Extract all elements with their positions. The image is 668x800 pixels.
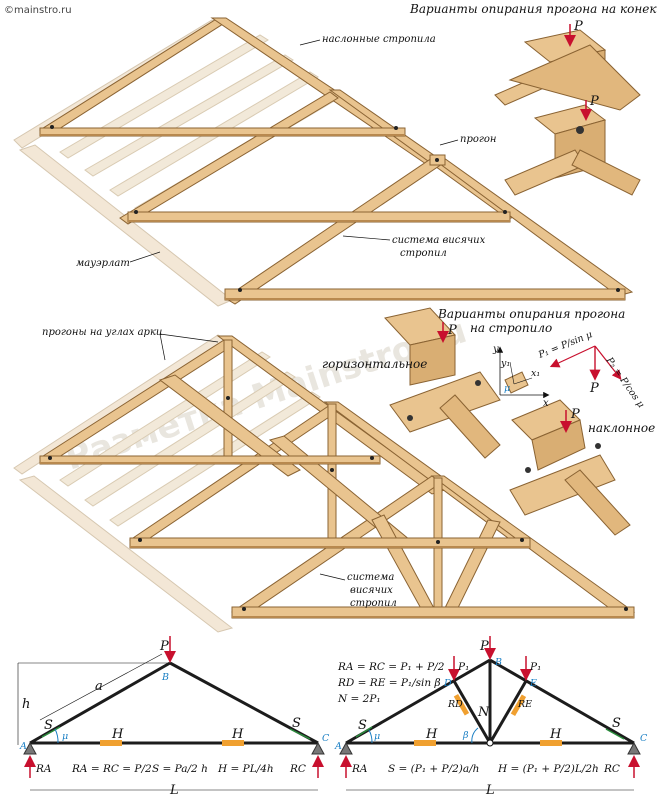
left-H1: H (111, 727, 124, 742)
left-B: B (161, 672, 169, 683)
right-S1: S (358, 718, 367, 733)
label-hanging-2: стропил (400, 248, 447, 259)
label-arch-purlins: прогоны на углах арки (42, 327, 162, 338)
left-formula-3: H = PL/4h (217, 763, 274, 775)
label-mid-hanging-3: стропил (350, 598, 397, 609)
incl-force: P (570, 407, 580, 422)
mu-small: μ (504, 383, 510, 394)
middle-roof-drawing: Разметка Мainstro.ru (13, 311, 636, 633)
left-formula-2: S = Pa/2 h (152, 763, 208, 775)
detail-horizontal: P горизонтальное (322, 307, 501, 459)
right-mu: μ (374, 731, 380, 742)
label-purlin: прогон (460, 134, 497, 145)
ridge1-force: P (573, 19, 583, 34)
right-formula-top-1: RA = RC = P₁ + P/2 (337, 661, 445, 673)
label-rafters: наслонные стропила (322, 34, 436, 45)
label-mid-hanging-1: система (347, 572, 394, 583)
label-horizontal: горизонтальное (322, 357, 427, 371)
label-inclined: наклонное (588, 421, 655, 435)
axis-x: x (543, 398, 549, 409)
right-P1a: P₁ (457, 661, 469, 673)
right-H1: H (425, 727, 438, 742)
left-h: h (22, 697, 30, 712)
left-mu: μ (62, 731, 68, 742)
top-roof-drawing: наслонные стропила прогон мауэрлат систе… (13, 17, 634, 307)
force-decomposition: y x y₁ x₁ μ P P₁ = P/sin μ P₂ = P/cos μ (492, 329, 646, 410)
scheme-left: h a P B S S μ H H A C RA RC L RA = RC = … (17, 636, 330, 798)
right-RA: RA (351, 763, 368, 775)
left-RA: RA (35, 763, 52, 775)
top-title: Варианты опирания прогона на конек (409, 2, 657, 16)
right-RC: RC (603, 763, 620, 775)
ridge2-force: P (589, 94, 599, 109)
right-beta: β (462, 730, 469, 741)
axis-y: y (492, 344, 499, 355)
label-hanging-1: система висячих (392, 235, 486, 246)
right-P1b: P₁ (529, 661, 541, 673)
right-RE: RE (517, 699, 532, 710)
left-P: P (159, 639, 169, 654)
middle-title-2: на стропило (470, 321, 552, 335)
detail-inclined: P наклонное (509, 399, 655, 536)
site-watermark: ©mainstro.ru (4, 5, 72, 16)
right-H2: H (549, 727, 562, 742)
label-mid-hanging-2: висячих (350, 585, 393, 596)
middle-title-1: Варианты опирания прогона (437, 307, 625, 321)
left-A: A (19, 741, 27, 752)
ridge-detail-1: P (494, 19, 641, 111)
axis-y1: y₁ (500, 358, 510, 369)
right-L: L (485, 783, 495, 798)
right-D: D (443, 678, 452, 689)
scheme-right: RA = RC = P₁ + P/2 RD = RE = P₁/sin β N … (334, 636, 648, 798)
left-RC: RC (289, 763, 306, 775)
right-B: B (494, 657, 502, 668)
right-formula-top-2: RD = RE = P₁/sin β (337, 677, 441, 689)
right-N: N (477, 705, 490, 720)
right-RD: RD (447, 699, 463, 710)
label-p-cos: P₂ = P/cos μ (603, 355, 646, 410)
right-S2: S (612, 716, 621, 731)
left-H2: H (231, 727, 244, 742)
horiz-force: P (447, 323, 457, 338)
left-S1: S (44, 718, 53, 733)
decomp-P: P (589, 381, 599, 396)
left-a: a (95, 679, 103, 694)
left-formula-1: RA = RC = P/2 (71, 763, 152, 775)
right-formula-top-3: N = 2P₁ (337, 693, 381, 705)
right-formula-bottom-2: H = (P₁ + P/2)L/2h (497, 763, 599, 775)
right-E: E (529, 678, 537, 689)
left-C: C (322, 733, 330, 744)
left-S2: S (292, 716, 301, 731)
right-A: A (334, 741, 342, 752)
ridge-detail-2: P (504, 94, 641, 196)
right-P: P (479, 639, 489, 654)
right-C: C (640, 733, 648, 744)
right-formula-bottom-1: S = (P₁ + P/2)a/h (388, 763, 479, 775)
left-L: L (169, 783, 179, 798)
axis-x1: x₁ (531, 368, 540, 379)
label-mauerlat: мауэрлат (76, 258, 130, 269)
